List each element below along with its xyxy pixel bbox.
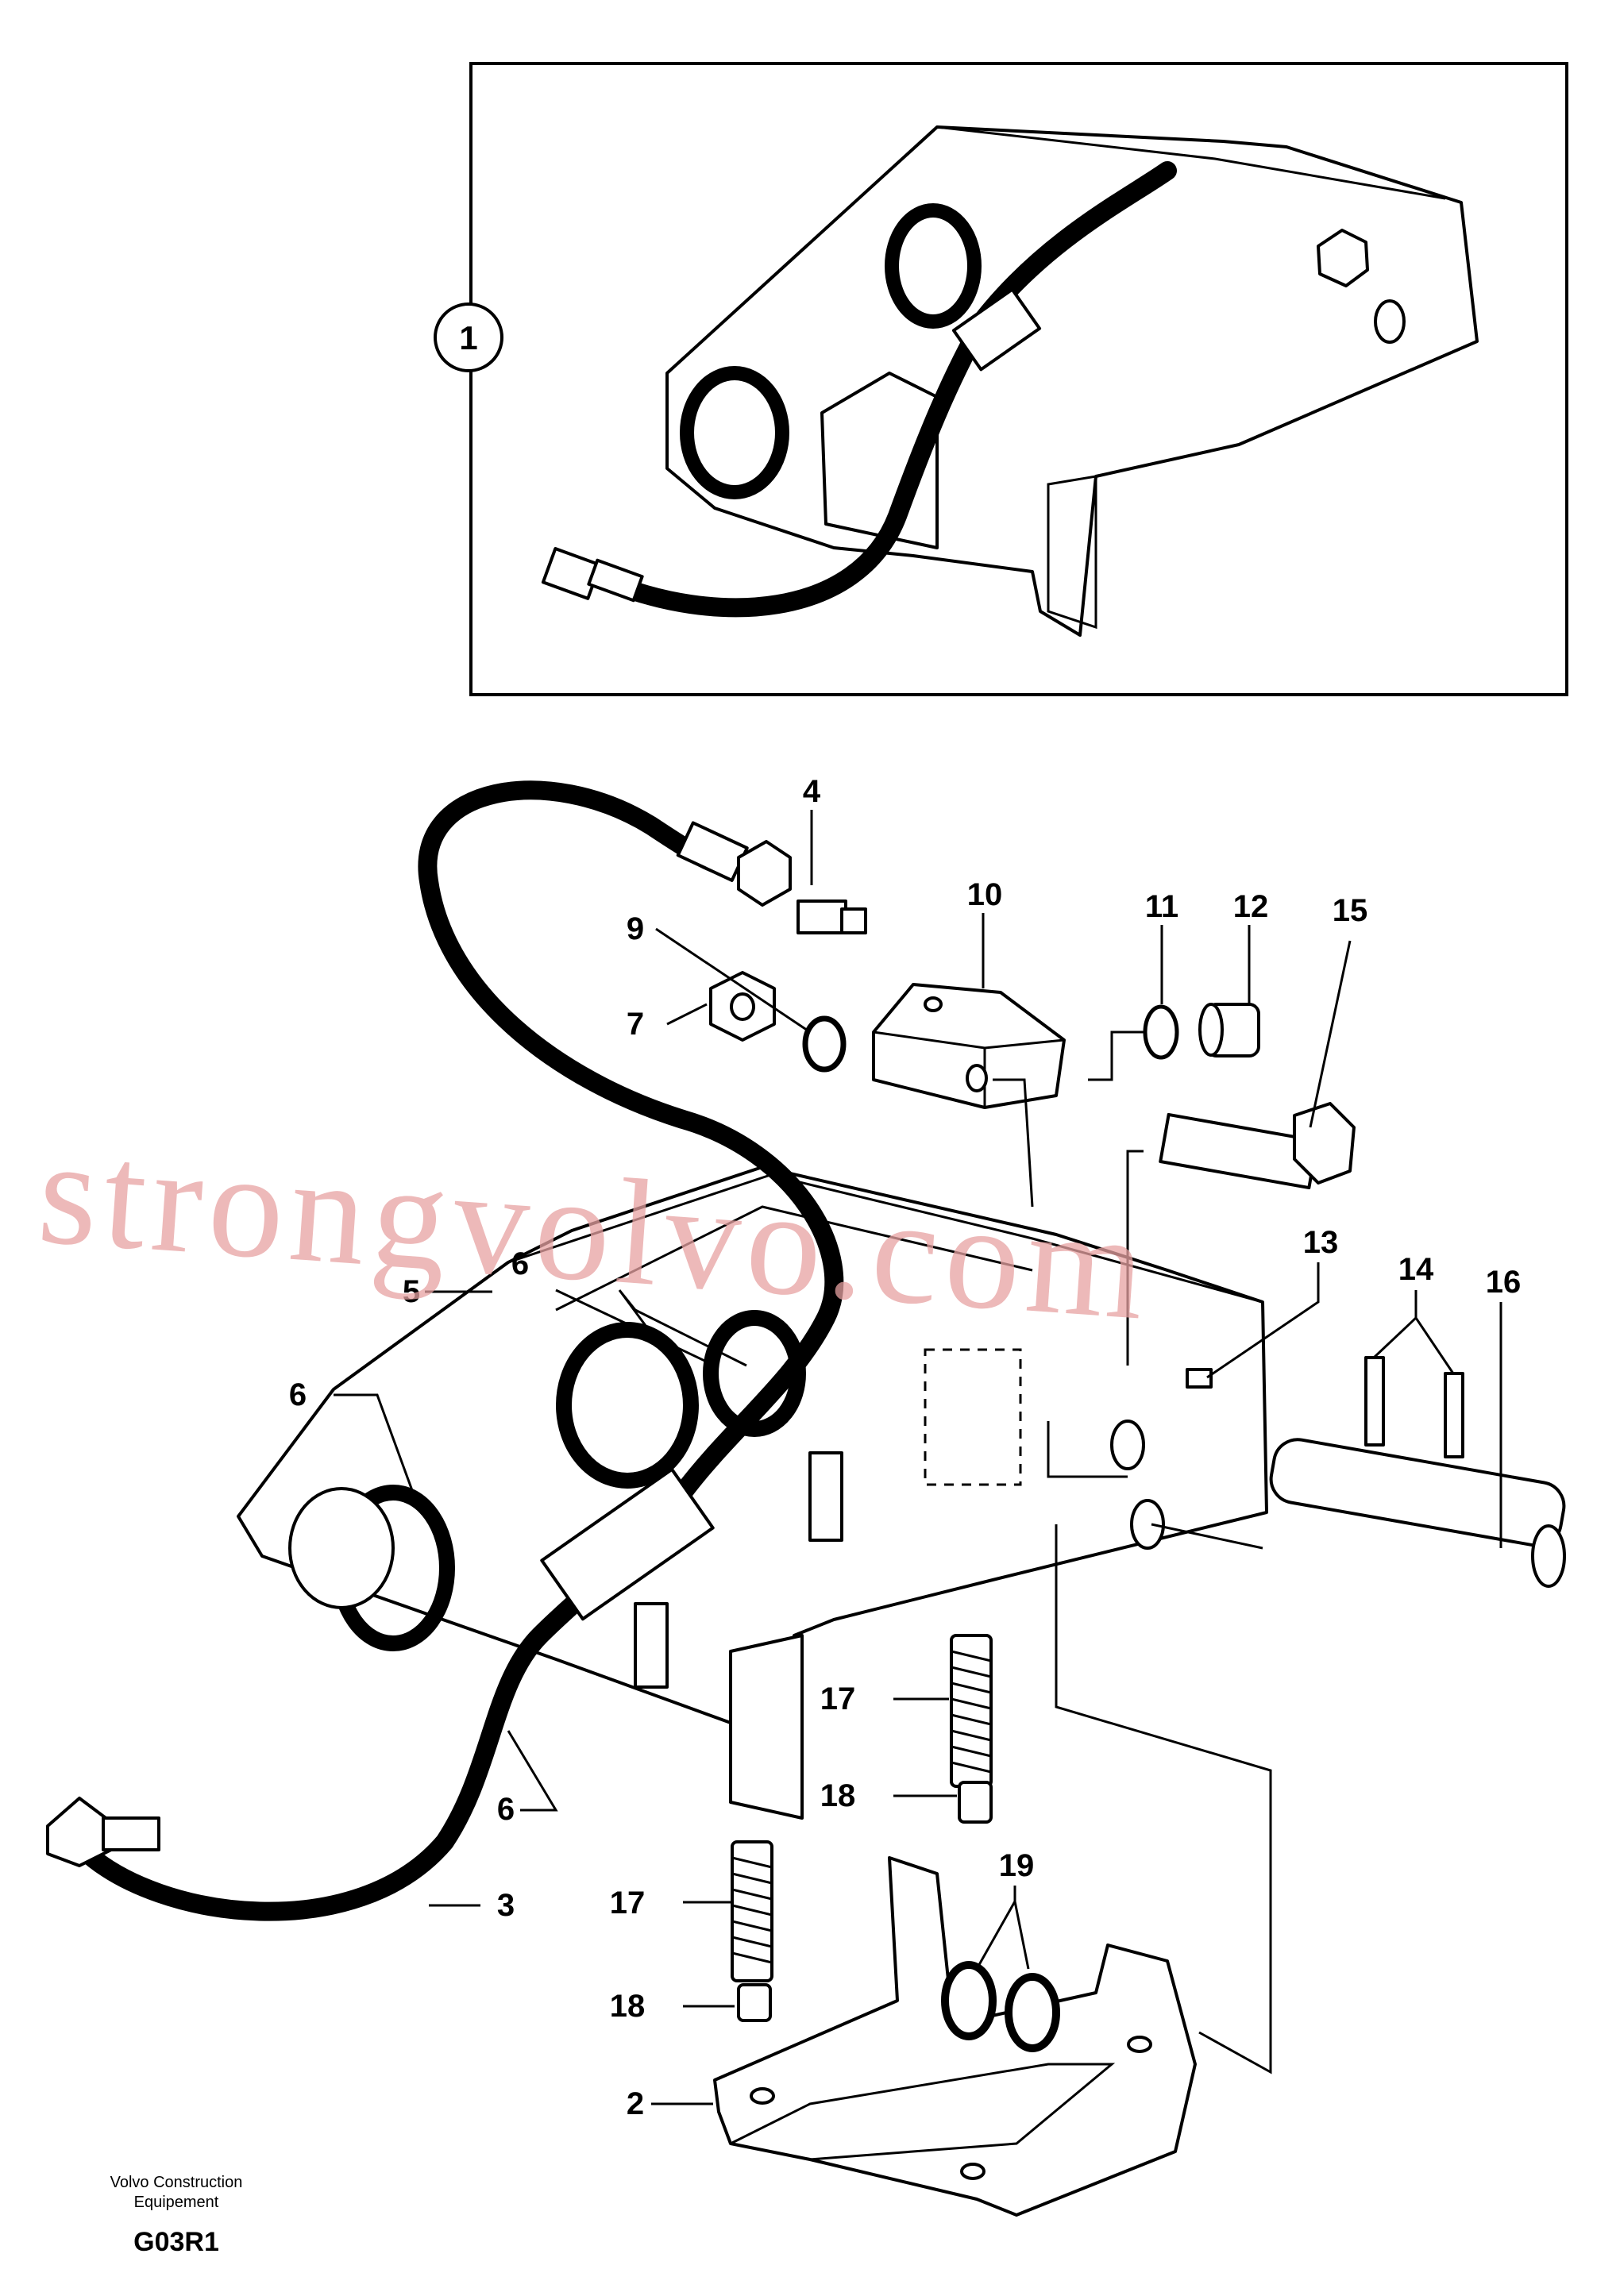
callout-12: 12 — [1233, 889, 1269, 924]
callout-4: 4 — [803, 774, 821, 809]
callout-17-lower: 17 — [610, 1886, 646, 1920]
ref-line-e — [1151, 1523, 1263, 1550]
ref-line-d — [1047, 1421, 1128, 1478]
callout-19: 19 — [999, 1848, 1035, 1883]
plug-12-icon — [1198, 1003, 1260, 1057]
inset-hex-bolt-icon — [1317, 229, 1369, 287]
callout-circle-1 — [434, 302, 503, 372]
ref-line-c — [1126, 1150, 1144, 1366]
inset-side-plate — [1047, 475, 1097, 630]
leader-lines — [334, 810, 1502, 2105]
sleeve-18-upper-icon — [958, 1781, 993, 1824]
sleeve-18-lower-icon — [737, 1983, 772, 2022]
callout-14: 14 — [1398, 1252, 1434, 1287]
inset-hose — [594, 161, 1177, 618]
inset-top-edge — [936, 125, 1446, 200]
bracket-top-edge — [507, 1173, 1263, 1304]
slot-left — [808, 1451, 843, 1542]
callout-10: 10 — [967, 877, 1003, 912]
inset-ring-front — [680, 366, 789, 499]
pin-14b-icon — [1444, 1372, 1464, 1458]
bushing-19b-icon — [1005, 1973, 1060, 2052]
bracket-inner-edge — [555, 1205, 1033, 1312]
callout-16: 16 — [1486, 1265, 1522, 1300]
callout-5: 5 — [403, 1274, 420, 1309]
callout-1: 1 — [459, 319, 477, 356]
slot-front — [634, 1602, 669, 1689]
callout-6-left: 6 — [289, 1377, 307, 1412]
hose-fitting-upper-icon — [676, 821, 792, 907]
hose-sleeve — [540, 1467, 715, 1621]
inset-assembled-view: 1 — [434, 62, 1568, 696]
key-13-icon — [1186, 1368, 1213, 1389]
bolt-15-icon — [1159, 1102, 1356, 1190]
callout-6-bottom: 6 — [497, 1792, 515, 1827]
spring-17-lower-icon — [731, 1840, 773, 1982]
callout-6-top: 6 — [511, 1246, 529, 1281]
callout-3: 3 — [497, 1888, 515, 1923]
callout-7: 7 — [627, 1007, 644, 1042]
bushing-19a-icon — [941, 1961, 997, 2040]
callout-labels: 4 10 11 12 15 9 7 6 5 13 14 16 6 6 3 17 … — [289, 774, 1521, 2121]
pin-hole-upper — [1110, 1420, 1145, 1470]
drawing-code: G03R1 — [133, 2227, 219, 2257]
callout-15: 15 — [1333, 893, 1368, 928]
ref-line-b — [1088, 1031, 1144, 1081]
callout-2: 2 — [627, 2086, 644, 2121]
inset-hole — [1374, 299, 1406, 344]
callout-18-lower: 18 — [610, 1989, 646, 2024]
hose-3 — [74, 780, 844, 1921]
brand-line-2: Equipement — [134, 2194, 219, 2211]
pin-14a-icon — [1364, 1356, 1385, 1447]
callout-9: 9 — [627, 911, 644, 946]
callout-17-upper: 17 — [820, 1682, 856, 1716]
hidden-block — [924, 1348, 1022, 1486]
main-bracket-body — [237, 1165, 1268, 1724]
callout-18-upper: 18 — [820, 1778, 856, 1813]
hose-fitting-lower-icon — [46, 1797, 160, 1867]
o-ring-6-upper — [556, 1322, 699, 1489]
exploded-view: 4 10 11 12 15 9 7 6 5 13 14 16 6 6 3 17 … — [46, 774, 1566, 2217]
washer-9-icon — [802, 1015, 847, 1073]
inset-ring-top — [885, 203, 982, 329]
bracket-side-plate — [729, 1634, 804, 1820]
ref-line-f — [1055, 1524, 1272, 2074]
cradle-2 — [713, 1856, 1197, 2217]
shaft-16-icon — [1269, 1438, 1566, 1588]
inset-hose-fitting-icon — [541, 547, 644, 603]
brand-line-1: Volvo Construction — [110, 2174, 243, 2191]
footer: Volvo Construction Equipement G03R1 — [110, 2174, 243, 2257]
bore-front — [288, 1487, 395, 1609]
inset-bracket-body — [665, 125, 1479, 637]
o-ring-11-icon — [1143, 1004, 1179, 1060]
cradle-floor — [730, 2063, 1116, 2161]
pin-hole-lower — [1130, 1499, 1165, 1550]
callout-13: 13 — [1303, 1225, 1339, 1260]
spring-17-upper-icon — [950, 1634, 993, 1788]
ref-line-a — [993, 1078, 1034, 1208]
inset-hose-sleeve — [951, 287, 1042, 372]
adapter-4-icon — [796, 900, 867, 934]
callout-11: 11 — [1145, 889, 1178, 924]
inset-frame — [469, 62, 1568, 696]
